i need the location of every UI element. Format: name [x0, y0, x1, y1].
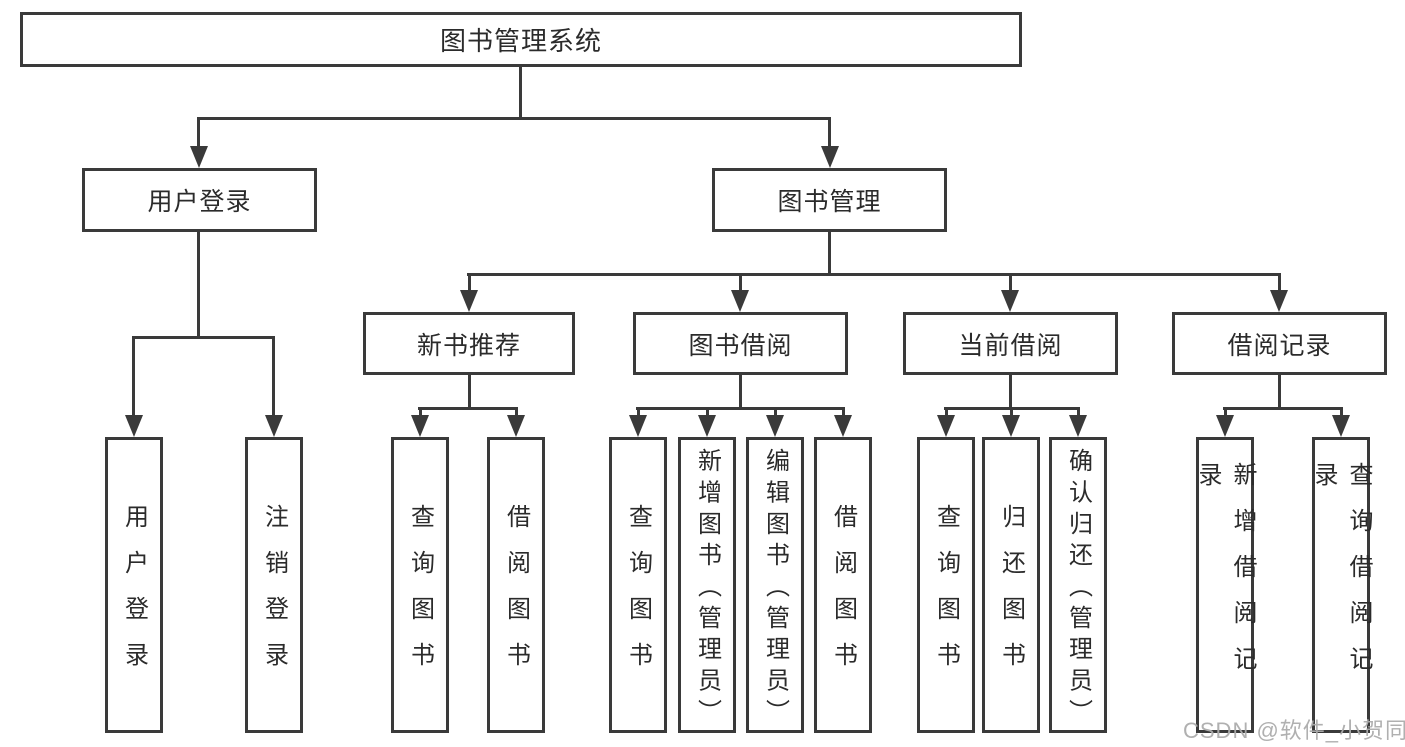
leaf-return-books: 归还图书 [982, 437, 1040, 733]
connector-stem [197, 232, 200, 336]
connector-bar [197, 117, 831, 120]
node-new-book-recommend: 新书推荐 [363, 312, 575, 375]
connector-stem [774, 407, 777, 419]
arrow-down-icon [731, 290, 749, 312]
node-root: 图书管理系统 [20, 12, 1022, 67]
node-borrow-records: 借阅记录 [1172, 312, 1387, 375]
leaf-confirm-return-admin: 确认归还（管理员） [1049, 437, 1107, 733]
leaf-borrow-books: 借阅图书 [814, 437, 872, 733]
leaf-add-borrow-record: 新增借阅记录 [1194, 437, 1256, 733]
connector-bar [467, 273, 1281, 276]
connector-stem [842, 407, 845, 419]
connector-stem [1278, 273, 1281, 295]
arrow-down-icon [1002, 415, 1020, 437]
arrow-down-icon [834, 415, 852, 437]
connector-stem [739, 273, 742, 295]
connector-stem [1278, 375, 1281, 407]
connector-stem [1077, 407, 1080, 419]
leaf-query-books-current: 查询图书 [917, 437, 975, 733]
connector-stem [1010, 407, 1013, 419]
connector-stem [197, 117, 200, 151]
connector-bar [418, 407, 518, 410]
csdn-watermark: CSDN @软件_小贺同学 [1183, 718, 1405, 743]
arrow-down-icon [190, 146, 208, 168]
connector-stem [1009, 375, 1012, 407]
connector-stem [739, 375, 742, 407]
arrow-down-icon [411, 415, 429, 437]
node-book-management: 图书管理 [712, 168, 947, 232]
arrow-down-icon [1332, 415, 1350, 437]
connector-stem [706, 407, 709, 419]
connector-stem [419, 407, 422, 419]
leaf-edit-books-admin: 编辑图书（管理员） [746, 437, 804, 733]
connector-stem [637, 407, 640, 419]
connector-stem [272, 336, 275, 418]
node-user-login: 用户登录 [82, 168, 317, 232]
arrow-down-icon [629, 415, 647, 437]
connector-stem [828, 232, 831, 273]
arrow-down-icon [1216, 415, 1234, 437]
connector-stem [945, 407, 948, 419]
leaf-logout: 注销登录 [245, 437, 303, 733]
node-book-borrow: 图书借阅 [633, 312, 848, 375]
arrow-down-icon [766, 415, 784, 437]
connector-stem [468, 273, 471, 295]
node-current-borrow: 当前借阅 [903, 312, 1118, 375]
connector-bar [132, 336, 275, 339]
leaf-user-login: 用户登录 [105, 437, 163, 733]
leaf-add-books-admin: 新增图书（管理员） [678, 437, 736, 733]
arrow-down-icon [1001, 290, 1019, 312]
arrow-down-icon [937, 415, 955, 437]
arrow-down-icon [507, 415, 525, 437]
arrow-down-icon [1270, 290, 1288, 312]
connector-stem [515, 407, 518, 419]
connector-bar [636, 407, 845, 410]
connector-stem [1340, 407, 1343, 419]
leaf-query-books-borrow: 查询图书 [609, 437, 667, 733]
connector-bar [1223, 407, 1343, 410]
arrow-down-icon [821, 146, 839, 168]
leaf-query-books-recommend: 查询图书 [391, 437, 449, 733]
connector-stem [1224, 407, 1227, 419]
connector-stem [828, 117, 831, 151]
leaf-borrow-books-recommend: 借阅图书 [487, 437, 545, 733]
arrow-down-icon [265, 415, 283, 437]
connector-stem [519, 67, 522, 117]
connector-stem [468, 375, 471, 407]
connector-stem [1009, 273, 1012, 295]
arrow-down-icon [698, 415, 716, 437]
arrow-down-icon [125, 415, 143, 437]
arrow-down-icon [460, 290, 478, 312]
leaf-query-borrow-record: 查询借阅记录 [1310, 437, 1372, 733]
connector-stem [132, 336, 135, 418]
arrow-down-icon [1069, 415, 1087, 437]
